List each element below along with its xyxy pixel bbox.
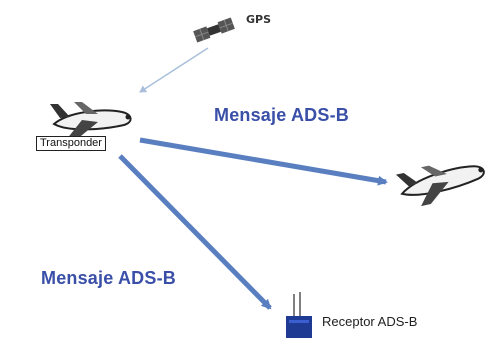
satellite-icon [193, 17, 235, 43]
ads-b-message-arrow-receiver [118, 154, 272, 310]
antenna-tower-icon [286, 292, 312, 338]
receiver-label: Receptor ADS-B [322, 314, 418, 329]
ads-b-message-label-air: Mensaje ADS-B [214, 105, 349, 125]
transponder-label: Transponder [36, 136, 106, 151]
gps-signal-arrow [139, 47, 209, 93]
receiving-aircraft-icon [395, 165, 485, 207]
transponder-aircraft-icon [50, 102, 132, 140]
ads-b-message-label-ground: Mensaje ADS-B [41, 268, 176, 288]
ads-b-message-arrow-aircraft [139, 137, 388, 186]
gps-label: GPS [246, 13, 272, 26]
